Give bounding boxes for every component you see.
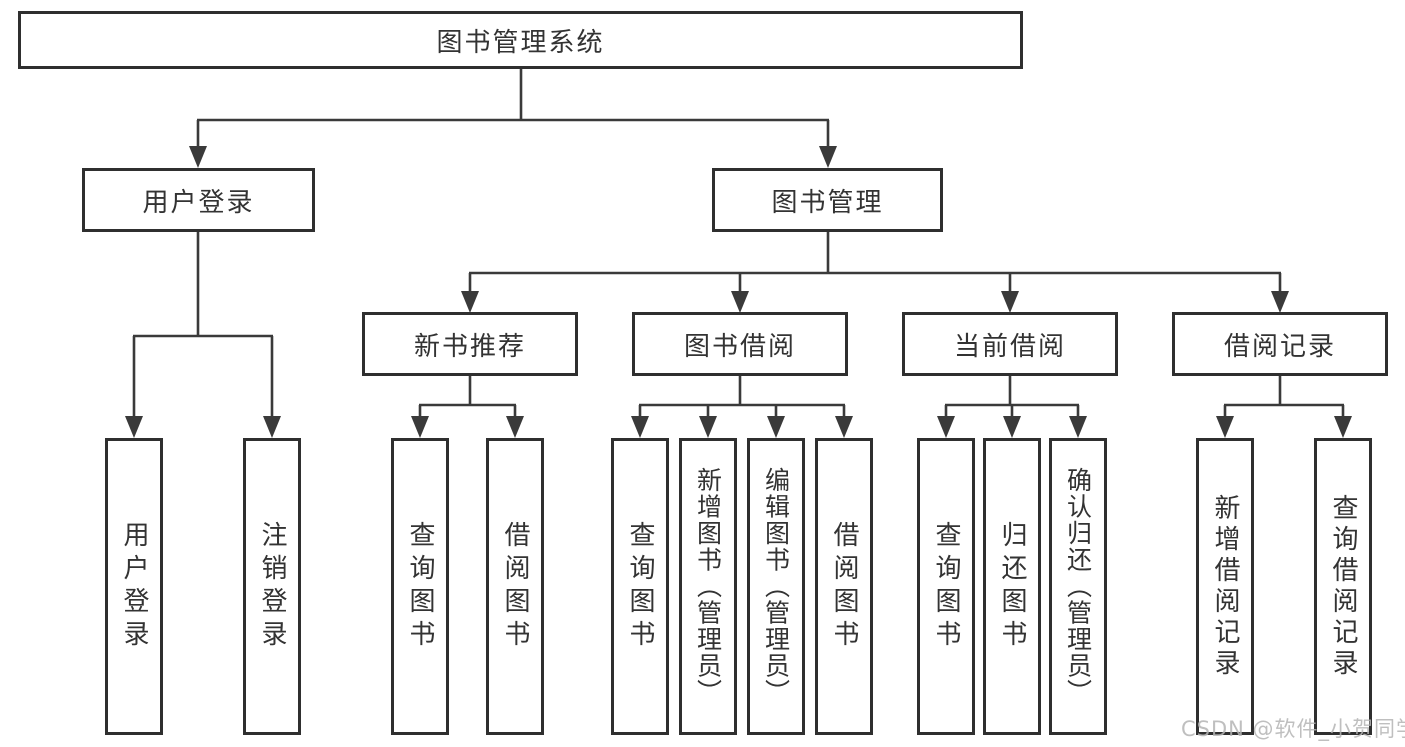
arrowhead xyxy=(411,416,429,438)
leaf-return-books: 归还图书 xyxy=(983,438,1041,735)
node-borrow-record-label: 借阅记录 xyxy=(1223,331,1336,362)
node-book-borrow-label: 图书借阅 xyxy=(683,331,796,362)
connector-root-to-level2 xyxy=(189,69,837,168)
node-book-management-label: 图书管理 xyxy=(771,187,884,218)
arrowhead xyxy=(1069,416,1087,438)
connector-user-login-to-children xyxy=(125,232,281,438)
node-new-book-recommend-label: 新书推荐 xyxy=(413,331,526,362)
arrowhead xyxy=(835,416,853,438)
leaf-edit-books-admin-label: 编辑图书（管理员） xyxy=(761,467,791,706)
leaf-confirm-return-admin-label: 确认归还（管理员） xyxy=(1063,467,1093,706)
node-user-login: 用户登录 xyxy=(82,168,315,232)
arrowhead xyxy=(699,416,717,438)
arrowhead xyxy=(1001,291,1019,313)
leaf-borrow-books: 借阅图书 xyxy=(815,438,873,735)
leaf-query-books-recommend-label: 查询图书 xyxy=(405,520,435,653)
arrowhead xyxy=(767,416,785,438)
arrowhead xyxy=(631,416,649,438)
leaf-query-books-current-label: 查询图书 xyxy=(931,520,961,653)
connector-book-borrow-to-children xyxy=(631,376,853,438)
arrowhead xyxy=(189,146,207,168)
node-root-label: 图书管理系统 xyxy=(436,27,605,58)
node-root: 图书管理系统 xyxy=(18,11,1023,69)
leaf-logout-label: 注销登录 xyxy=(257,520,287,653)
node-book-borrow: 图书借阅 xyxy=(632,312,848,376)
leaf-add-borrow-record: 新增借阅记录 xyxy=(1196,438,1254,735)
arrowhead xyxy=(1334,416,1352,438)
node-current-borrow: 当前借阅 xyxy=(902,312,1118,376)
leaf-add-borrow-record-label: 新增借阅记录 xyxy=(1210,493,1240,680)
node-borrow-record: 借阅记录 xyxy=(1172,312,1388,376)
node-user-login-label: 用户登录 xyxy=(142,187,255,218)
leaf-borrow-books-recommend-label: 借阅图书 xyxy=(500,520,530,653)
arrowhead xyxy=(461,291,479,313)
node-new-book-recommend: 新书推荐 xyxy=(362,312,578,376)
arrowhead xyxy=(1216,416,1234,438)
leaf-add-books-admin: 新增图书（管理员） xyxy=(679,438,737,735)
leaf-query-borrow-record: 查询借阅记录 xyxy=(1314,438,1372,735)
leaf-borrow-books-label: 借阅图书 xyxy=(829,520,859,653)
leaf-query-borrow-record-label: 查询借阅记录 xyxy=(1328,493,1358,680)
leaf-logout: 注销登录 xyxy=(243,438,301,735)
arrowhead xyxy=(819,146,837,168)
arrowhead xyxy=(125,416,143,438)
leaf-query-books-recommend: 查询图书 xyxy=(391,438,449,735)
arrowhead xyxy=(1271,291,1289,313)
leaf-add-books-admin-label: 新增图书（管理员） xyxy=(693,467,723,706)
connector-current-borrow-to-children xyxy=(937,376,1087,438)
arrowhead xyxy=(1003,416,1021,438)
leaf-query-books-current: 查询图书 xyxy=(917,438,975,735)
arrowhead xyxy=(506,416,524,438)
connector-borrow-record-to-children xyxy=(1216,376,1352,438)
csdn-watermark: CSDN @软件_小贺同学 xyxy=(1181,717,1405,741)
leaf-return-books-label: 归还图书 xyxy=(997,520,1027,653)
leaf-query-books-borrow: 查询图书 xyxy=(611,438,669,735)
leaf-user-login: 用户登录 xyxy=(105,438,163,735)
leaf-query-books-borrow-label: 查询图书 xyxy=(625,520,655,653)
node-book-management: 图书管理 xyxy=(712,168,943,232)
arrowhead xyxy=(263,416,281,438)
node-current-borrow-label: 当前借阅 xyxy=(953,331,1066,362)
arrowhead xyxy=(731,291,749,313)
connector-book-management-to-level3 xyxy=(461,232,1289,313)
leaf-borrow-books-recommend: 借阅图书 xyxy=(486,438,544,735)
leaf-confirm-return-admin: 确认归还（管理员） xyxy=(1049,438,1107,735)
leaf-edit-books-admin: 编辑图书（管理员） xyxy=(747,438,805,735)
connector-new-book-to-children xyxy=(411,376,524,438)
arrowhead xyxy=(937,416,955,438)
leaf-user-login-label: 用户登录 xyxy=(119,520,149,653)
